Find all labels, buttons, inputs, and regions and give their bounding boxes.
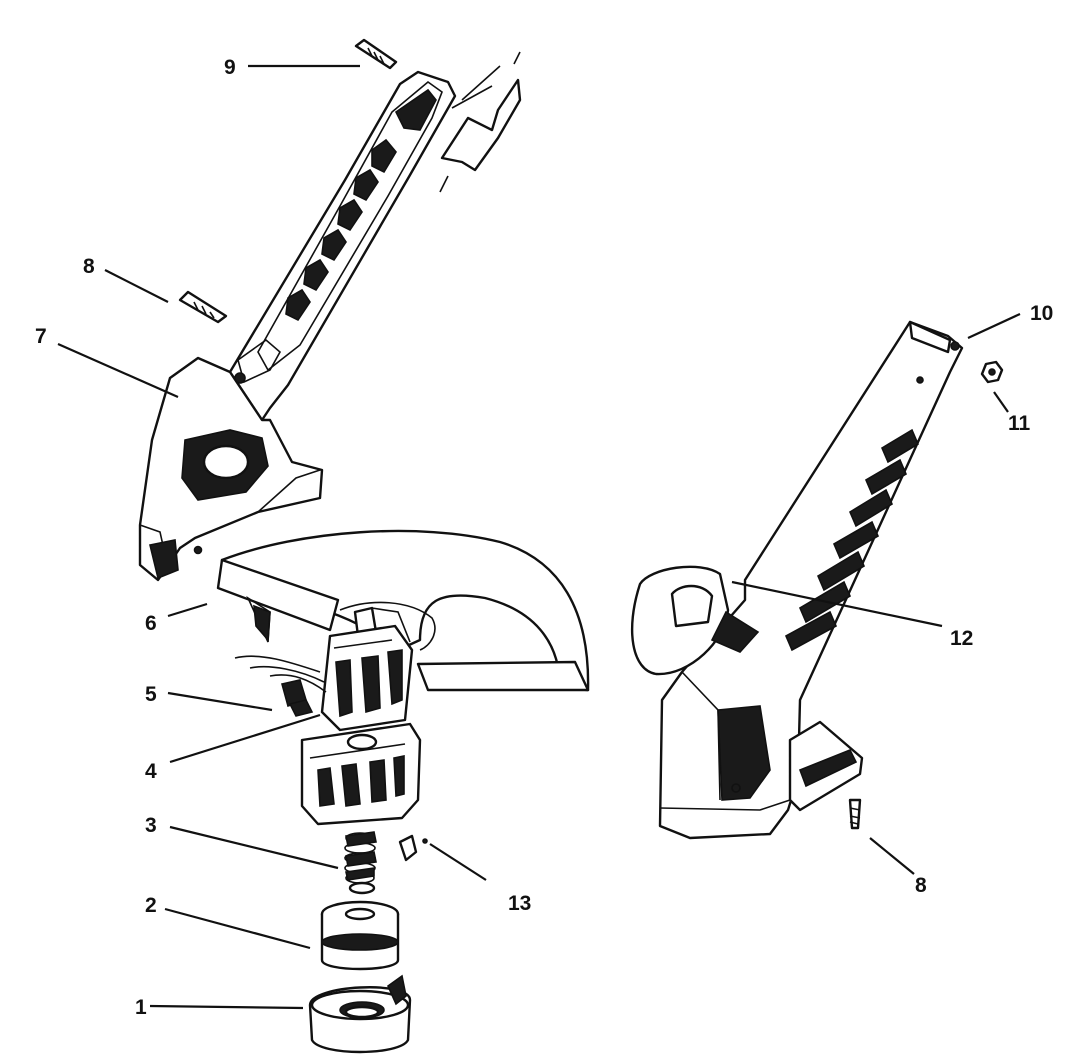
right-housing-part bbox=[630, 320, 964, 840]
wire-leads-and-connectors bbox=[234, 655, 327, 717]
motor-assembly bbox=[300, 606, 422, 862]
shaft-tube-segment bbox=[439, 51, 522, 193]
spring-part bbox=[344, 831, 377, 895]
callout-7: 7 bbox=[35, 325, 47, 348]
callout-13: 13 bbox=[508, 892, 531, 915]
grass-guard-shield bbox=[216, 529, 590, 692]
screw-part-8-right bbox=[848, 798, 862, 830]
leader-lines bbox=[57, 64, 1021, 1010]
screw-part-9 bbox=[354, 38, 398, 70]
callout-9: 9 bbox=[224, 56, 236, 79]
left-housing-part bbox=[138, 70, 457, 582]
screw-part-8-left bbox=[178, 290, 228, 324]
callout-labels: 1 2 3 4 5 6 7 8 8 9 10 11 12 13 bbox=[35, 56, 1053, 1019]
spool-cap-part bbox=[308, 974, 412, 1054]
callout-5: 5 bbox=[145, 683, 157, 706]
callout-10: 10 bbox=[1030, 302, 1053, 325]
callout-11: 11 bbox=[1008, 412, 1031, 435]
small-screw-part-6 bbox=[193, 545, 203, 555]
callout-2: 2 bbox=[145, 894, 157, 917]
nut-part-11 bbox=[980, 360, 1004, 384]
callout-12: 12 bbox=[950, 627, 973, 650]
callout-3: 3 bbox=[145, 814, 157, 837]
callout-8-right: 8 bbox=[915, 874, 927, 897]
callout-1: 1 bbox=[135, 996, 147, 1019]
callout-6: 6 bbox=[145, 612, 157, 635]
callout-8-left: 8 bbox=[83, 255, 95, 278]
line-spool-part bbox=[320, 900, 400, 971]
callout-4: 4 bbox=[145, 760, 157, 783]
